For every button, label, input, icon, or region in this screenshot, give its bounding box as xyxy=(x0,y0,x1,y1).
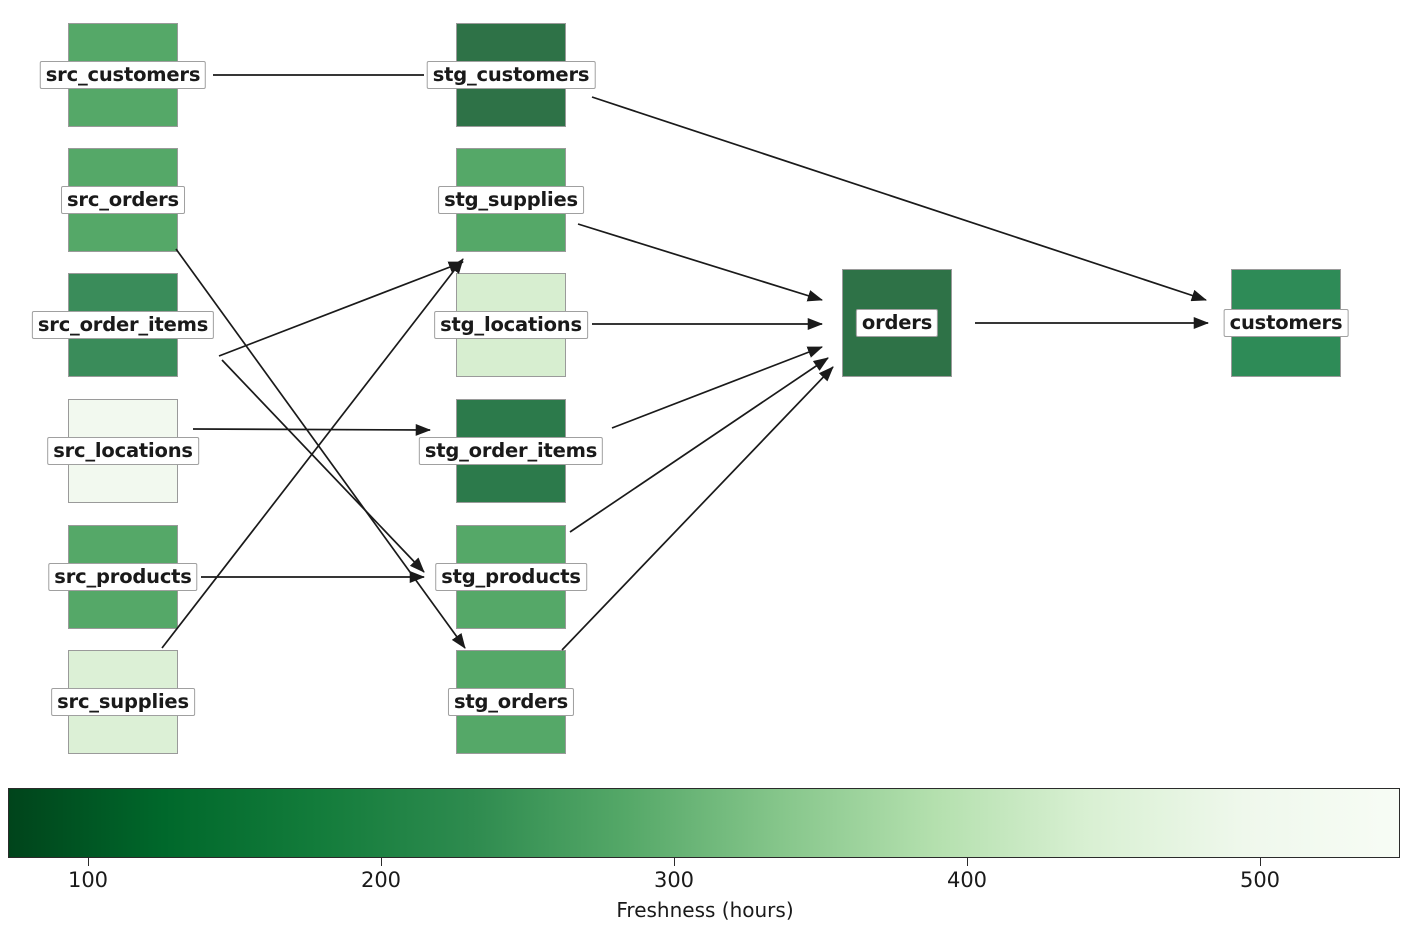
colorbar-tick-label: 500 xyxy=(1239,868,1281,892)
colorbar-title: Freshness (hours) xyxy=(616,898,794,922)
node-label-src_customers[interactable]: src_customers xyxy=(39,60,207,90)
edge-src_supplies-to-stg_supplies xyxy=(161,258,464,649)
colorbar-tick-mark xyxy=(674,858,676,866)
colorbar-tick-label: 100 xyxy=(67,868,109,892)
edge-src_order_items-to-stg_products xyxy=(221,359,425,573)
edge-stg_orders-to-orders xyxy=(561,366,834,651)
node-label-orders[interactable]: orders xyxy=(855,308,939,338)
node-label-stg_orders[interactable]: stg_orders xyxy=(447,687,575,717)
colorbar-tick-mark xyxy=(381,858,383,866)
edge-stg_customers-to-customers xyxy=(591,96,1207,302)
node-label-src_order_items[interactable]: src_order_items xyxy=(31,310,215,340)
node-label-customers[interactable]: customers xyxy=(1223,308,1349,338)
node-label-src_supplies[interactable]: src_supplies xyxy=(51,687,195,717)
colorbar-tick-label: 400 xyxy=(946,868,988,892)
node-label-stg_supplies[interactable]: stg_supplies xyxy=(438,185,584,215)
node-label-src_orders[interactable]: src_orders xyxy=(61,185,185,215)
colorbar-tick-mark xyxy=(88,858,90,866)
edge-src_locations-to-stg_order_items xyxy=(192,423,432,436)
colorbar-gradient xyxy=(8,788,1400,858)
edge-stg_order_items-to-orders xyxy=(611,346,823,429)
node-label-src_locations[interactable]: src_locations xyxy=(47,436,199,466)
colorbar-tick-mark xyxy=(967,858,969,866)
colorbar-tick-label: 300 xyxy=(653,868,695,892)
edge-stg_supplies-to-orders xyxy=(577,223,823,302)
node-label-stg_products[interactable]: stg_products xyxy=(435,562,587,592)
node-label-stg_locations[interactable]: stg_locations xyxy=(434,310,588,340)
edge-src_order_items-to-stg_locations xyxy=(218,261,464,357)
node-label-stg_customers[interactable]: stg_customers xyxy=(426,60,596,90)
edge-stg_products-to-orders xyxy=(569,357,829,533)
node-label-src_products[interactable]: src_products xyxy=(48,562,198,592)
node-label-stg_order_items[interactable]: stg_order_items xyxy=(418,436,604,466)
colorbar-tick-label: 200 xyxy=(360,868,402,892)
colorbar-tick-mark xyxy=(1260,858,1262,866)
